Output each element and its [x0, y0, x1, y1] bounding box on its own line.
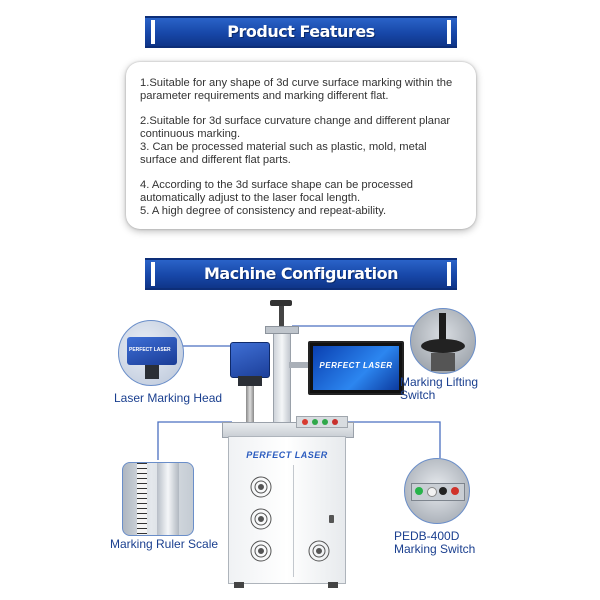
vent-fan-icon-4 [308, 540, 330, 562]
vent-fan-icon-2 [250, 508, 272, 530]
machine-laser-head [230, 342, 270, 378]
top-knob [270, 300, 292, 306]
vent-fan-icon-1 [250, 476, 272, 498]
cabinet: PERFECT LASER [228, 436, 346, 584]
thumb-laser-head-mount [145, 365, 159, 379]
thumb-ruler-post [157, 463, 179, 535]
thumb-pedb-white-icon [427, 487, 437, 497]
leader-lifting-switch [292, 325, 415, 342]
pedb-switch-label-line2: Marking Switch [394, 542, 476, 556]
thumb-lifting-base [431, 353, 455, 371]
thumb-pedb-black-icon [439, 487, 447, 495]
vent-patterns [250, 476, 330, 562]
cabinet-door-divider [293, 465, 294, 577]
cabinet-foot-right [328, 582, 338, 588]
product-features-banner: Product Features [145, 16, 457, 48]
pedb-switch-label: PEDB-400D Marking Switch [394, 530, 475, 556]
feature-item-4: 4. According to the 3d surface shape can… [140, 179, 414, 204]
vent-fan-icon-3 [250, 540, 272, 562]
thumb-lifting-shaft [439, 313, 446, 341]
machine-configuration-banner: Machine Configuration [145, 258, 457, 290]
feature-item-3: 3. Can be processed material such as pla… [140, 141, 427, 166]
feature-item-5: 5. A high degree of consistency and repe… [140, 205, 387, 217]
thumb-pedb-green-icon [415, 487, 423, 495]
ruler-scale-thumbnail [122, 462, 194, 536]
lifting-switch-label-line2: Switch [400, 388, 436, 402]
thumb-ruler-strip [137, 463, 147, 535]
control-panel [296, 416, 348, 428]
feature-item-2: 2.Suitable for 3d surface curvature chan… [140, 115, 451, 140]
thumb-laser-head-logo: PERFECT LASER [129, 347, 171, 353]
monitor: PERFECT LASER [308, 341, 404, 395]
button-green-icon [322, 419, 328, 425]
leader-ruler-scale [157, 421, 232, 460]
button-red-icon [302, 419, 308, 425]
laser-head-mount [238, 376, 262, 386]
door-lock-icon [329, 515, 334, 523]
pedb-switch-label-line1: PEDB-400D [394, 529, 460, 543]
column-cap [265, 326, 299, 334]
lifting-switch-label-line1: Marking Lifting [400, 375, 479, 389]
pedb-switch-thumbnail [404, 458, 470, 524]
thumb-laser-head-body [127, 337, 177, 365]
button-red-icon [332, 419, 338, 425]
laser-head-label: Laser Marking Head [114, 391, 223, 405]
thumb-lifting-wheel [421, 339, 465, 353]
features-card: 1.Suitable for any shape of 3d curve sur… [126, 62, 476, 229]
leader-pedb [346, 421, 441, 458]
cabinet-brand-text: PERFECT LASER [246, 450, 328, 460]
monitor-screen: PERFECT LASER [313, 346, 399, 390]
cabinet-foot-left [234, 582, 244, 588]
thumb-pedb-red-icon [451, 487, 459, 495]
monitor-arm [289, 362, 311, 368]
knob-shaft [279, 306, 284, 330]
laser-head-thumbnail: PERFECT LASER [118, 320, 184, 386]
feature-item-1: 1.Suitable for any shape of 3d curve sur… [140, 77, 453, 102]
lifting-switch-thumbnail [410, 308, 476, 374]
product-features-title: Product Features [227, 22, 375, 41]
monitor-brand-text: PERFECT LASER [319, 361, 393, 370]
machine-configuration-diagram: PERFECT LASER PERFECT LASER [0, 290, 600, 600]
ruler-scale-label: Marking Ruler Scale [110, 537, 219, 551]
laser-lens [246, 386, 254, 426]
lifting-switch-label: Marking Lifting Switch [400, 376, 478, 402]
machine-configuration-title: Machine Configuration [203, 264, 399, 283]
button-green-icon [312, 419, 318, 425]
